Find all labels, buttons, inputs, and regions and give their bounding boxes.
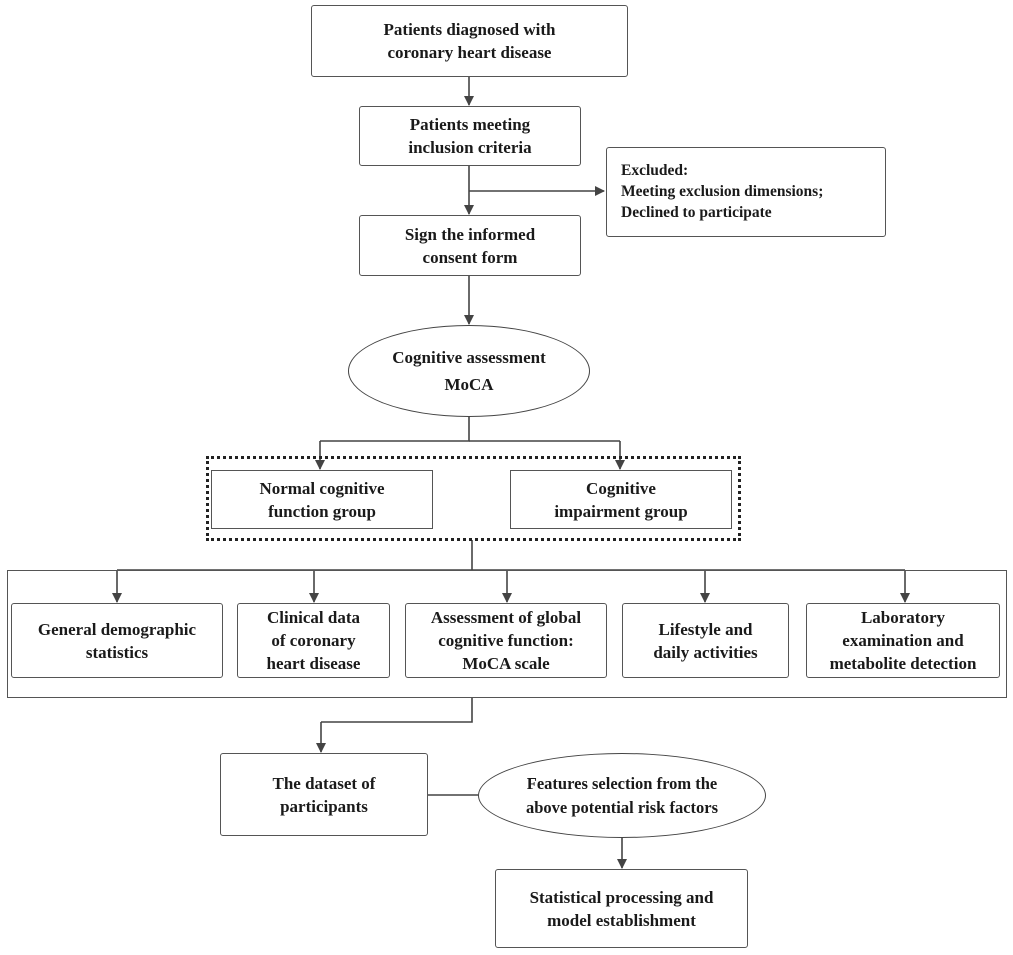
node-normal-group-label: Normal cognitive function group	[259, 478, 385, 521]
groups-dashed-frame	[206, 456, 741, 541]
node-demographic: General demographic statistics	[11, 603, 223, 678]
node-cognitive-assessment-label: Cognitive assessment MoCA	[392, 348, 546, 394]
connector-frame-to-dataset	[321, 698, 473, 723]
node-informed-consent-label: Sign the informed consent form	[404, 224, 536, 267]
node-patients-diagnosed-label: Patients diagnosed with coronary heart d…	[383, 20, 556, 62]
node-laboratory-label: Laboratory examination and metabolite de…	[829, 608, 977, 673]
split-assessment-to-groups	[320, 417, 470, 442]
node-dataset-label: The dataset of participants	[272, 773, 376, 816]
node-cognitive-assessment: Cognitive assessment MoCA	[348, 325, 590, 417]
excluded-reason: Declined to participate	[621, 204, 772, 221]
node-clinical-data-label: Clinical data of coronary heart disease	[266, 608, 361, 673]
node-dataset: The dataset of participants	[220, 753, 428, 836]
node-informed-consent: Sign the informed consent form	[359, 215, 581, 276]
node-lifestyle-label: Lifestyle and daily activities	[653, 619, 758, 662]
node-statistical-processing: Statistical processing and model establi…	[495, 869, 748, 948]
node-global-cognitive-label: Assessment of global cognitive function:…	[430, 608, 582, 673]
node-excluded: Excluded: Meeting exclusion dimensions; …	[606, 147, 886, 237]
node-impairment-group-label: Cognitive impairment group	[554, 478, 688, 521]
node-features-selection-label: Features selection from the above potent…	[525, 773, 719, 817]
node-inclusion-criteria-label: Patients meeting inclusion criteria	[408, 115, 532, 157]
node-patients-diagnosed: Patients diagnosed with coronary heart d…	[311, 5, 628, 77]
node-laboratory: Laboratory examination and metabolite de…	[806, 603, 1000, 678]
node-features-selection: Features selection from the above potent…	[478, 753, 766, 838]
node-impairment-group: Cognitive impairment group	[510, 470, 732, 529]
risk-factors-frame	[7, 570, 1007, 698]
node-demographic-label: General demographic statistics	[37, 619, 197, 662]
node-lifestyle: Lifestyle and daily activities	[622, 603, 789, 678]
node-clinical-data: Clinical data of coronary heart disease	[237, 603, 390, 678]
node-global-cognitive: Assessment of global cognitive function:…	[405, 603, 607, 678]
node-statistical-processing-label: Statistical processing and model establi…	[529, 887, 714, 930]
excluded-reason: Meeting exclusion dimensions;	[621, 183, 824, 200]
node-normal-group: Normal cognitive function group	[211, 470, 433, 529]
excluded-heading: Excluded:	[621, 162, 689, 179]
node-inclusion-criteria: Patients meeting inclusion criteria	[359, 106, 581, 166]
